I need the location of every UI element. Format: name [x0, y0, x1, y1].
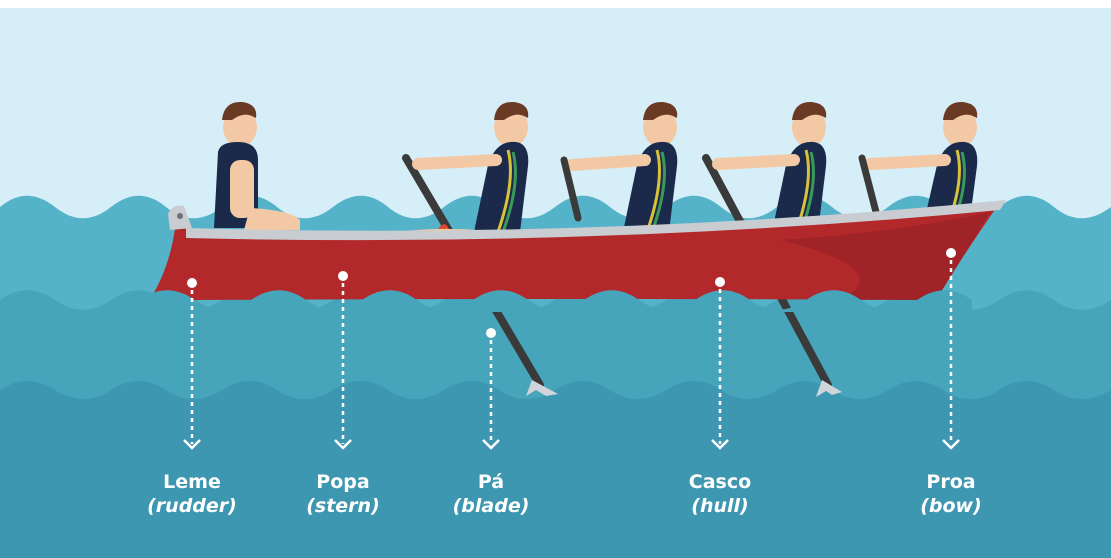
rudder [148, 222, 200, 302]
coxswain [214, 101, 300, 230]
water-deep [0, 381, 1111, 558]
leader-bow [942, 248, 960, 450]
label-blade-en: (blade) [452, 495, 530, 517]
waterline-waves [140, 290, 972, 312]
leader-blade [482, 328, 500, 450]
label-rudder-pt: Leme [163, 471, 221, 493]
oar-blade [526, 380, 558, 396]
label-bow: Proa (bow) [881, 470, 1021, 518]
label-bow-en: (bow) [920, 495, 982, 517]
label-stern-en: (stern) [306, 495, 380, 517]
oar-blade [816, 380, 842, 397]
boat [148, 200, 1006, 302]
label-bow-pt: Proa [926, 471, 976, 493]
label-blade-pt: Pá [477, 471, 505, 493]
hull-shade [780, 212, 990, 300]
label-hull-pt: Casco [688, 471, 752, 493]
leader-stern [334, 271, 352, 450]
label-hull-en: (hull) [691, 495, 749, 517]
label-rudder: Leme (rudder) [122, 470, 262, 518]
gunwale [186, 200, 1006, 241]
leader-rudder [183, 278, 201, 450]
label-hull: Casco (hull) [650, 470, 790, 518]
label-blade: Pá (blade) [421, 470, 561, 518]
label-stern: Popa (stern) [273, 470, 413, 518]
label-rudder-en: (rudder) [147, 495, 237, 517]
label-stern-pt: Popa [316, 471, 370, 493]
hull [186, 208, 996, 300]
leader-hull [711, 277, 729, 450]
